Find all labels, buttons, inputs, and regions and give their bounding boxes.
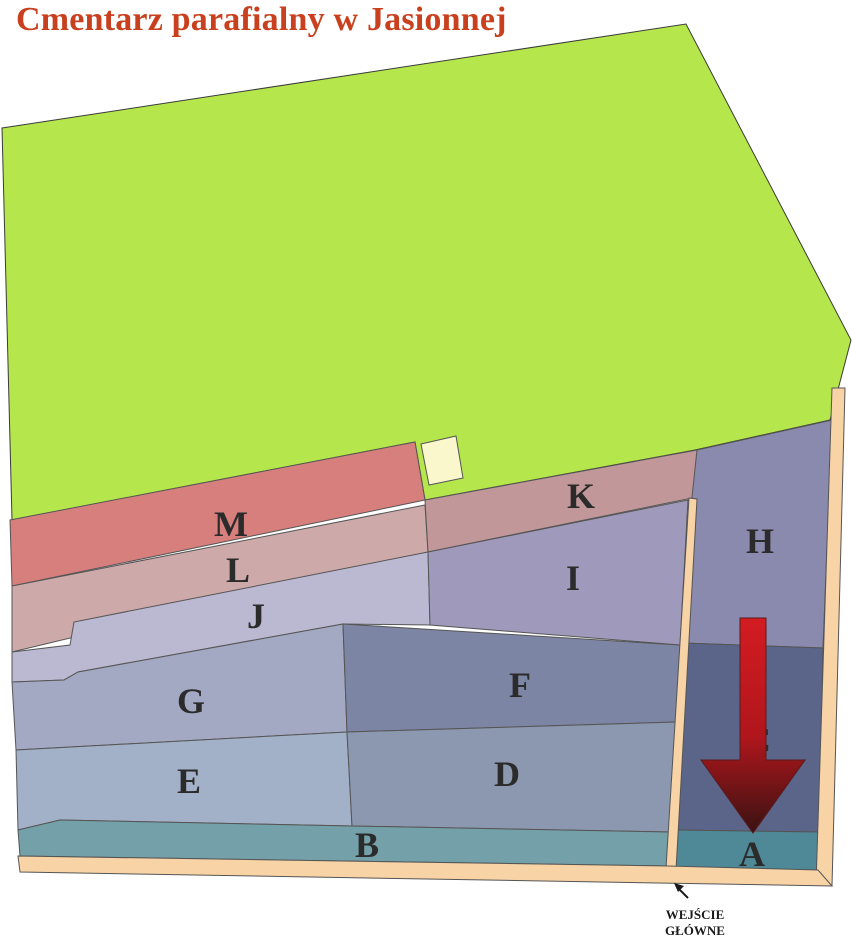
label-section-l: L <box>226 550 250 590</box>
label-section-f: F <box>509 665 531 705</box>
label-section-m: M <box>214 504 248 544</box>
label-section-i: I <box>566 558 580 598</box>
entrance-arrow-icon <box>700 617 806 834</box>
label-section-j: J <box>247 596 265 636</box>
label-section-h: H <box>746 521 774 561</box>
entrance-label-line2: GŁÓWNE <box>665 923 725 938</box>
label-section-b: B <box>355 825 379 865</box>
map-title: Cmentarz parafialny w Jasionnej <box>16 1 507 38</box>
label-section-g: G <box>177 681 205 721</box>
entrance-label-line1: WEJŚCIE <box>666 907 725 922</box>
path-bottom <box>17 855 834 887</box>
label-section-a: A <box>739 834 765 874</box>
chapel-building <box>420 435 464 486</box>
label-section-d: D <box>494 754 520 794</box>
label-section-k: K <box>567 476 595 516</box>
entrance-pointer-icon <box>674 883 689 899</box>
label-section-e: E <box>177 761 201 801</box>
